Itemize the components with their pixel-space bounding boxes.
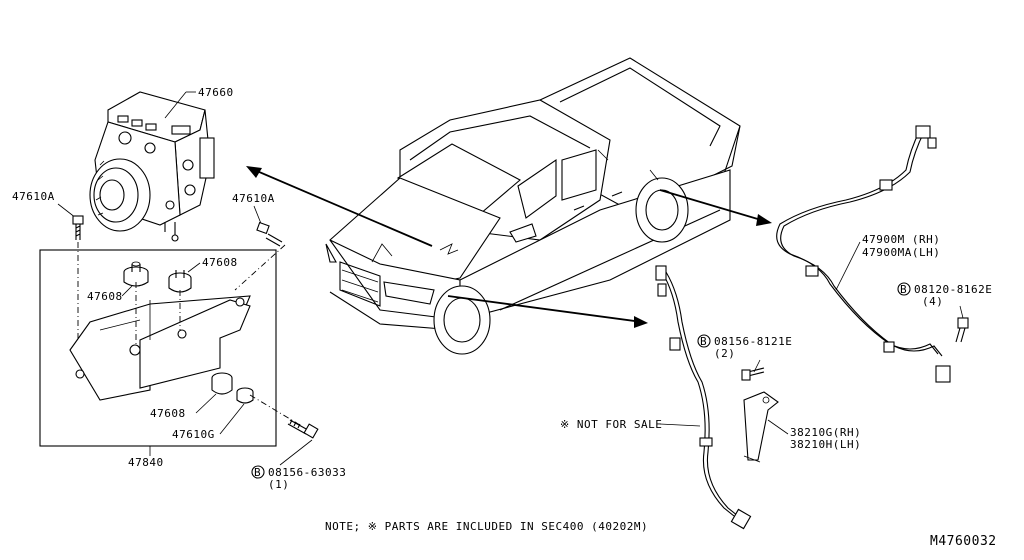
label-front-bolt-code: 08156-8121E <box>714 335 792 348</box>
label-sensor-rear-rh: 47900M (RH) <box>862 233 940 246</box>
label-bracket-assembly: 47840 <box>128 456 164 469</box>
svg-text:B: B <box>700 335 707 348</box>
grommet-top-right-drawing <box>168 270 192 293</box>
label-bolt-right: 47610A <box>232 192 275 205</box>
label-collar: 47610G <box>172 428 215 441</box>
bolt-bottom-drawing <box>287 419 319 439</box>
front-bolt-drawing <box>741 367 765 381</box>
b-badge-rear: B <box>897 282 911 296</box>
label-bolt-bottom-qty: (1) <box>268 478 289 491</box>
label-actuator: 47660 <box>198 86 234 99</box>
label-bolt-bottom-code: 08156-63033 <box>268 466 346 479</box>
label-front-bolt-qty: (2) <box>714 347 735 360</box>
label-grommet-bottom: 47608 <box>150 407 186 420</box>
label-rear-bolt-qty: (4) <box>922 295 943 308</box>
label-bolt-left: 47610A <box>12 190 55 203</box>
arrow-to-rear-sensor <box>659 189 769 223</box>
arrow-to-actuator <box>249 167 433 247</box>
label-sensor-rear-lh: 47900MA(LH) <box>862 246 940 259</box>
collar-drawing <box>236 387 254 404</box>
svg-text:B: B <box>900 283 907 296</box>
grommet-bottom-drawing <box>211 372 233 395</box>
front-sensor-drawing <box>655 265 752 530</box>
bracket-drawing <box>69 295 251 401</box>
svg-text:B: B <box>254 466 261 479</box>
label-grommet-top-right: 47608 <box>202 256 238 269</box>
label-bracket-rh: 38210G(RH) <box>790 426 861 439</box>
rear-bolt-drawing <box>955 317 969 343</box>
b-badge-bottom: B <box>251 465 265 479</box>
label-rear-bolt-code: 08120-8162E <box>914 283 992 296</box>
b-badge-front: B <box>697 334 711 348</box>
bracket-assembly-box <box>39 249 277 447</box>
diagram-id: M4760032 <box>930 534 997 549</box>
bolt-right-drawing <box>256 221 283 247</box>
label-bracket-lh: 38210H(LH) <box>790 438 861 451</box>
front-bracket-drawing <box>743 391 779 461</box>
rear-sensor-drawing <box>776 125 951 383</box>
label-not-for-sale: ※ NOT FOR SALE <box>560 418 662 431</box>
pickup-truck-drawing <box>325 57 741 355</box>
abs-actuator-drawing <box>89 91 215 242</box>
footer-note: NOTE; ※ PARTS ARE INCLUDED IN SEC400 (40… <box>325 520 648 533</box>
arrow-to-front-sensor <box>447 295 643 323</box>
label-grommet-top-left: 47608 <box>87 290 123 303</box>
grommet-top-left-drawing <box>123 261 149 287</box>
bolt-left-drawing <box>72 215 84 240</box>
